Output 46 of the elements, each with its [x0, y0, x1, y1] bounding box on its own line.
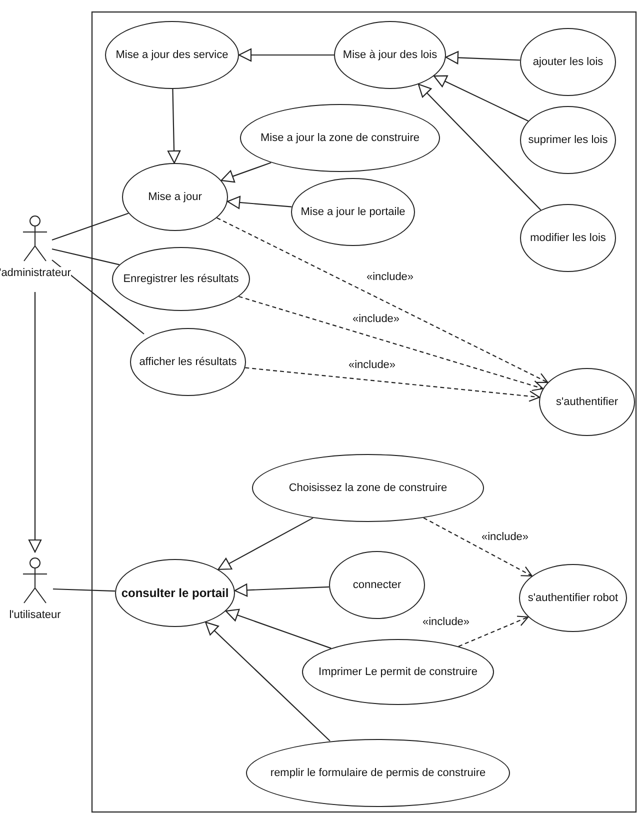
use-case-label: consulter le portail — [121, 586, 229, 600]
edge-label: «include» — [365, 271, 415, 283]
use-case-label: suprimer les lois — [528, 134, 608, 146]
use-case-label: Mise a jour le portaile — [300, 206, 406, 218]
generalization-arrow — [238, 48, 334, 62]
generalization-arrow — [205, 622, 330, 742]
actor-label: l'utilisateur — [9, 609, 61, 621]
use-case-label: ajouter les lois — [532, 56, 604, 68]
use-case-label: Mise a jour la zone de construire — [260, 132, 420, 144]
generalization-arrow — [220, 162, 272, 183]
generalization-arrow — [445, 51, 520, 64]
association-line — [52, 248, 120, 266]
use-case-ellipse — [115, 559, 235, 627]
use-case-label: Mise a jour des service — [116, 49, 228, 61]
edge-label: «include» — [421, 616, 471, 628]
association-line — [52, 588, 116, 592]
include-arrow — [458, 616, 529, 647]
edge-label: «include» — [351, 313, 401, 325]
use-case-label: Imprimer Le permit de construire — [318, 666, 478, 678]
use-case-label: modifier les lois — [530, 232, 606, 244]
use-case-label: afficher les résultats — [139, 356, 237, 368]
edge-label: «include» — [347, 359, 397, 371]
use-case-label: s'authentifier robot — [528, 592, 618, 604]
generalization-arrow — [167, 88, 181, 164]
include-arrow — [423, 517, 532, 576]
generalization-arrow — [218, 517, 314, 570]
use-case-label: Mise à jour des lois — [342, 49, 438, 61]
use-case-label: s'authentifier — [556, 396, 618, 408]
generalization-arrow — [418, 84, 542, 210]
association-line — [52, 260, 144, 334]
association-line — [52, 212, 129, 241]
include-arrow — [245, 367, 540, 402]
include-arrow — [216, 217, 548, 384]
use-case-label: Choisissez la zone de construire — [288, 482, 448, 494]
generalization-arrow — [433, 75, 528, 122]
use-case-label: Mise a jour — [148, 191, 202, 203]
generalization-arrow — [234, 584, 330, 597]
include-arrow — [238, 296, 544, 392]
use-case-label: connecter — [352, 579, 402, 591]
generalization-arrow — [28, 292, 42, 553]
generalization-arrow — [227, 196, 292, 209]
generalization-arrow — [225, 608, 332, 649]
use-case-label: Enregistrer les résultats — [123, 273, 239, 285]
use-case-label: remplir le formulaire de permis de construire — [270, 767, 486, 779]
actor-label: 'administrateur — [0, 267, 71, 279]
edge-label: «include» — [480, 531, 530, 543]
